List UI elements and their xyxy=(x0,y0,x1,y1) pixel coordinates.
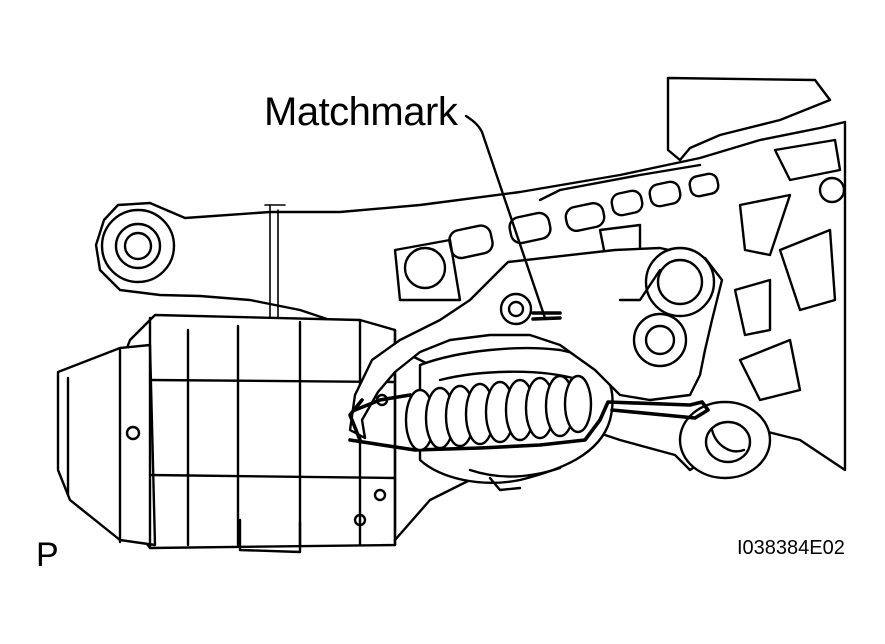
matchmark-label: Matchmark xyxy=(264,90,458,134)
matchmark-bolt xyxy=(499,292,562,326)
view-code-label: P xyxy=(36,536,59,574)
return-spring xyxy=(348,374,710,452)
lower-bushing xyxy=(678,400,772,480)
spring-coils xyxy=(404,374,593,452)
pivot-bushing xyxy=(100,208,176,284)
link-holes xyxy=(393,138,846,402)
crank-arm-plate xyxy=(348,246,724,440)
matchmark-leader-line xyxy=(464,114,547,320)
wiper-motor xyxy=(56,313,502,554)
figure-id-label: I038384E02 xyxy=(737,537,845,559)
